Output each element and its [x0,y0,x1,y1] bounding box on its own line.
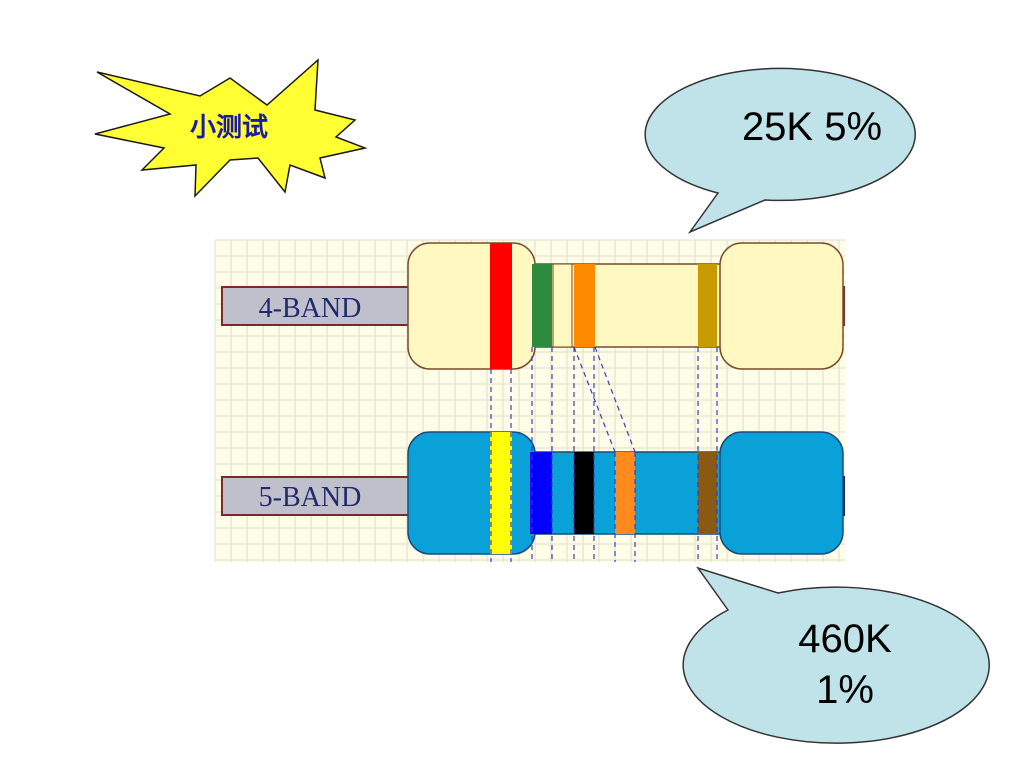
band-2-five-band [530,452,552,534]
band-3-five-band [574,452,594,534]
end-cap-right-four-band [719,242,844,370]
band-4-four-band [574,264,595,347]
label-five-band: 5-BAND [259,482,362,513]
callout-bubble-bottom [682,566,990,744]
end-cap-left-five-band [407,431,536,555]
resistor-diagram: 4-BAND 5-BAND [214,239,845,562]
callout-bubble-top [644,67,916,234]
band-5-four-band [698,264,717,347]
callout-five-band: 460K 1% [682,566,990,744]
label-four-band: 4-BAND [259,293,362,324]
band-5-five-band [698,452,717,534]
correspondence-lines [490,346,718,562]
end-cap-right-five-band [719,431,844,555]
callout-five-band-line2: 1% [816,668,874,712]
starburst-icon [94,58,368,198]
band-4-five-band [615,452,635,534]
resistor-five-band: 5-BAND [221,431,845,555]
callout-four-band-text: 25K 5% [742,105,882,149]
end-cap-left-four-band [407,242,536,370]
band-1-five-band [490,432,512,554]
burst-label: 小测试 [190,113,268,143]
starburst-shape: 小测试 [94,58,368,198]
band-3-four-band [552,263,573,348]
band-2-four-band [532,264,552,347]
callout-four-band: 25K 5% [644,67,916,234]
callout-five-band-line1: 460K [798,617,892,661]
resistor-four-band: 4-BAND [221,242,845,370]
band-1-four-band [490,243,512,369]
